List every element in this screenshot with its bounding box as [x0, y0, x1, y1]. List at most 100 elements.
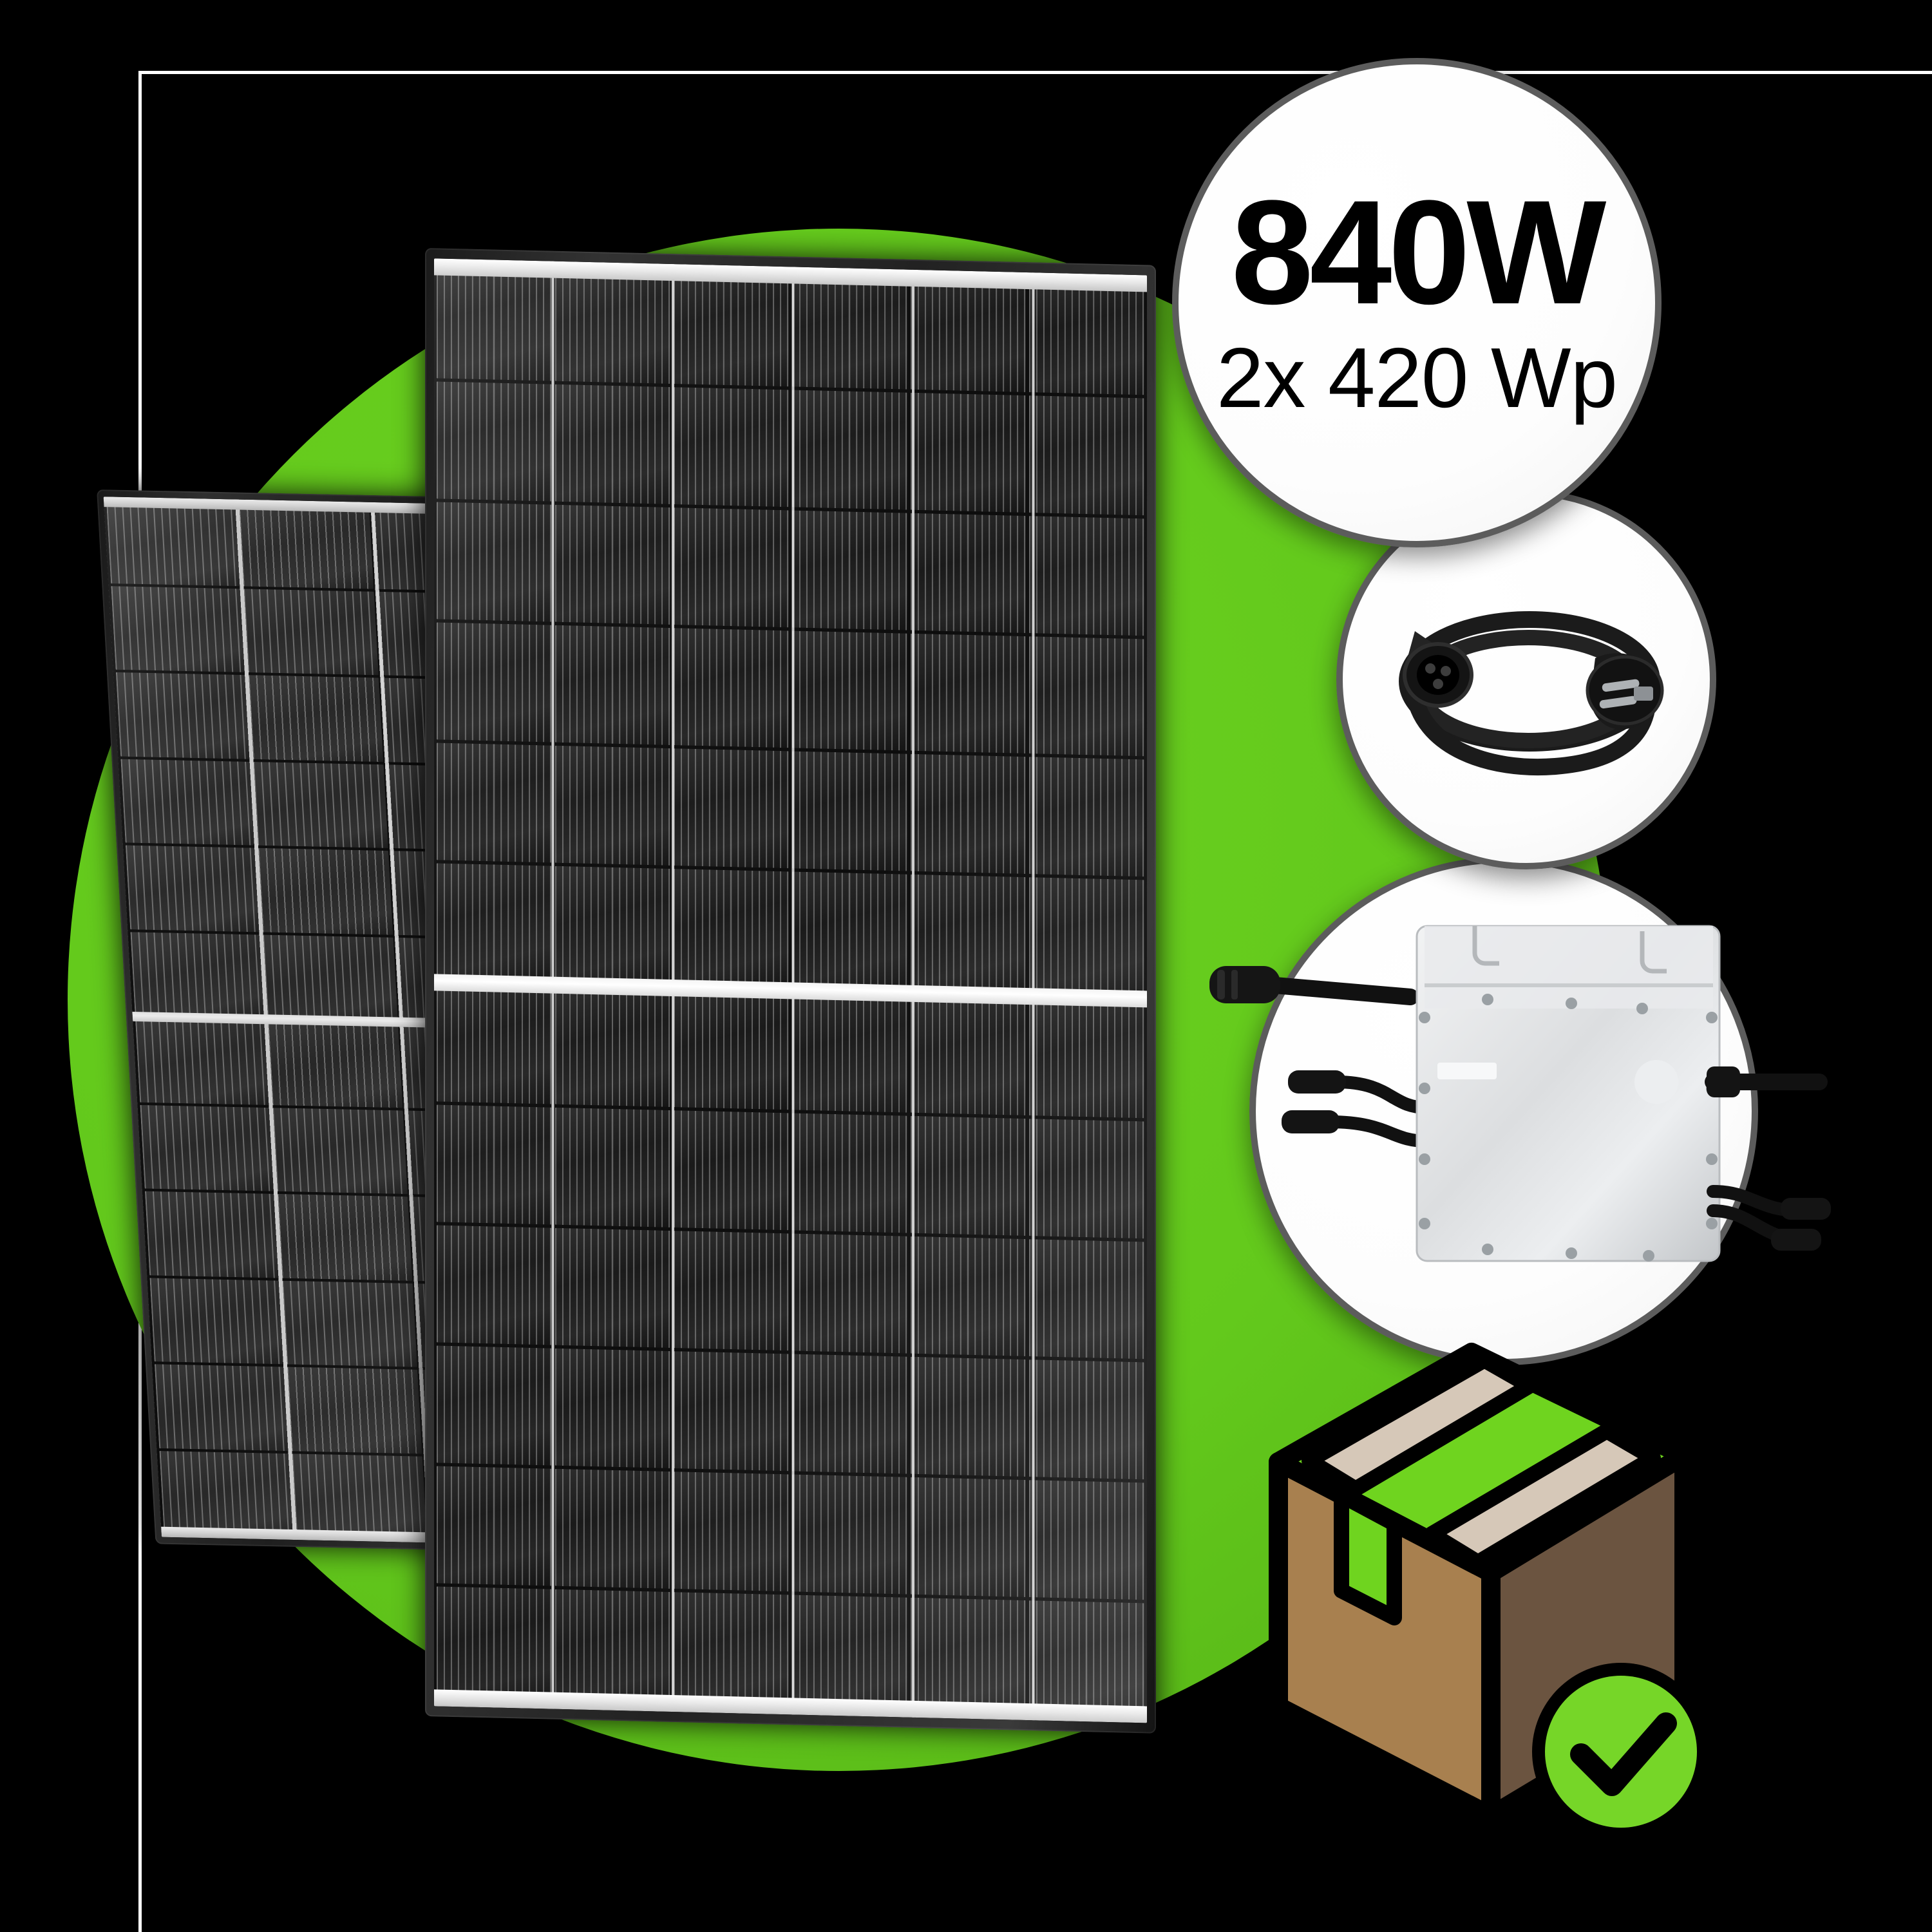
solar-cell: [555, 1589, 670, 1709]
solar-cell: [555, 263, 670, 384]
solar-cell: [792, 751, 907, 872]
solar-cell: [555, 625, 670, 746]
solar-cell: [437, 743, 552, 864]
power-rating-badge: 840W 2x 420 Wp: [1172, 58, 1662, 547]
ac-cable-icon: [1399, 611, 1664, 776]
solar-cell: [792, 992, 907, 1113]
solar-cell: [792, 630, 907, 751]
mc4-connector-icon: [1282, 1070, 1346, 1133]
solar-cell: [135, 1018, 270, 1105]
solar-cell: [253, 761, 388, 848]
solar-cell: [911, 1597, 1026, 1718]
solar-cell: [674, 1350, 789, 1472]
solar-cell: [555, 866, 670, 987]
solar-cell: [674, 628, 789, 748]
solar-cell: [159, 1450, 294, 1537]
solar-cell: [1029, 1600, 1144, 1721]
parcel-svg: [1269, 1343, 1710, 1841]
solar-cell: [674, 748, 789, 869]
solar-cell: [911, 754, 1026, 875]
solar-cell: [149, 1277, 285, 1365]
solar-cell: [140, 1104, 275, 1191]
solar-cell: [674, 507, 789, 628]
solar-cell: [263, 934, 398, 1021]
solar-cell: [911, 1477, 1026, 1597]
solar-cell: [792, 871, 907, 992]
solar-cell: [555, 987, 670, 1107]
solar-cell: [674, 1471, 789, 1592]
solar-cell: [144, 1191, 280, 1278]
solar-cell: [555, 1227, 670, 1348]
check-icon: [1570, 1712, 1677, 1796]
solar-cell: [1029, 1238, 1144, 1359]
solar-cell: [1029, 998, 1144, 1118]
solar-cell: [437, 1345, 552, 1466]
solar-cell: [272, 1107, 408, 1195]
solar-cell: [674, 1592, 789, 1712]
microinverter-icon: [1209, 925, 1831, 1262]
solar-cell: [674, 869, 789, 989]
solar-cell: [437, 261, 552, 381]
mc4-connector-right-icon: [1707, 1185, 1831, 1251]
solar-cell: [1029, 275, 1144, 395]
solar-cell: [911, 1236, 1026, 1356]
ac-cable-photo-bubble: [1336, 489, 1716, 869]
solar-cell: [154, 1364, 290, 1451]
frame-horizontal-line: [138, 71, 1932, 74]
badge-headline: 840W: [1231, 169, 1607, 335]
solar-cell: [792, 1595, 907, 1715]
solar-cell: [437, 502, 552, 622]
solar-cell: [437, 983, 552, 1104]
solar-cell: [437, 622, 552, 743]
solar-cell: [792, 1474, 907, 1595]
schuko-plug-icon: [1586, 653, 1664, 730]
solar-cell: [130, 931, 265, 1019]
solar-cell: [238, 502, 374, 589]
solar-cell: [792, 1113, 907, 1233]
solar-cell: [674, 387, 789, 507]
solar-cell: [111, 585, 246, 673]
solar-cell: [911, 392, 1026, 513]
microinverter-assembly: [1198, 889, 1835, 1340]
betteri-connector-icon: [1209, 966, 1280, 1003]
check-badge: [1532, 1663, 1710, 1841]
solar-cell: [115, 672, 251, 759]
solar-cell: [1029, 516, 1144, 636]
solar-cell: [1029, 757, 1144, 877]
solar-cell: [674, 1230, 789, 1351]
panel-frame-front: [425, 248, 1156, 1734]
badge-subline: 2x 420 Wp: [1217, 330, 1618, 425]
solar-cell: [437, 1104, 552, 1225]
panel-glass-front: [434, 258, 1147, 1723]
solar-cell: [1029, 1479, 1144, 1600]
solar-cell: [674, 267, 789, 387]
solar-cell: [674, 1110, 789, 1230]
solar-cell: [555, 1107, 670, 1227]
solar-cell: [248, 675, 383, 762]
solar-cell: [792, 1233, 907, 1354]
solar-cell: [555, 384, 670, 505]
solar-cell: [792, 510, 907, 630]
solar-cell: [277, 1193, 412, 1281]
solar-panel-front: [425, 248, 1156, 1734]
solar-cell: [1029, 1118, 1144, 1238]
solar-cell: [258, 848, 393, 935]
solar-cell: [1029, 1359, 1144, 1480]
solar-cell: [911, 272, 1026, 393]
solar-cell: [267, 1021, 402, 1108]
solar-cell: [437, 863, 552, 984]
solar-cell: [792, 1354, 907, 1474]
ac-cable-illustration: [1343, 496, 1710, 863]
solar-cell: [437, 1586, 552, 1707]
solar-cell: [674, 989, 789, 1110]
solar-cell: [555, 504, 670, 625]
solar-cell: [911, 513, 1026, 634]
delivery-box-icon: [1259, 1327, 1729, 1842]
solar-cell: [1029, 395, 1144, 516]
betteri-plug-icon: [1403, 631, 1473, 708]
solar-cell: [287, 1367, 422, 1454]
solar-cell: [437, 1466, 552, 1586]
solar-cell: [911, 1115, 1026, 1236]
solar-cell: [437, 1225, 552, 1345]
